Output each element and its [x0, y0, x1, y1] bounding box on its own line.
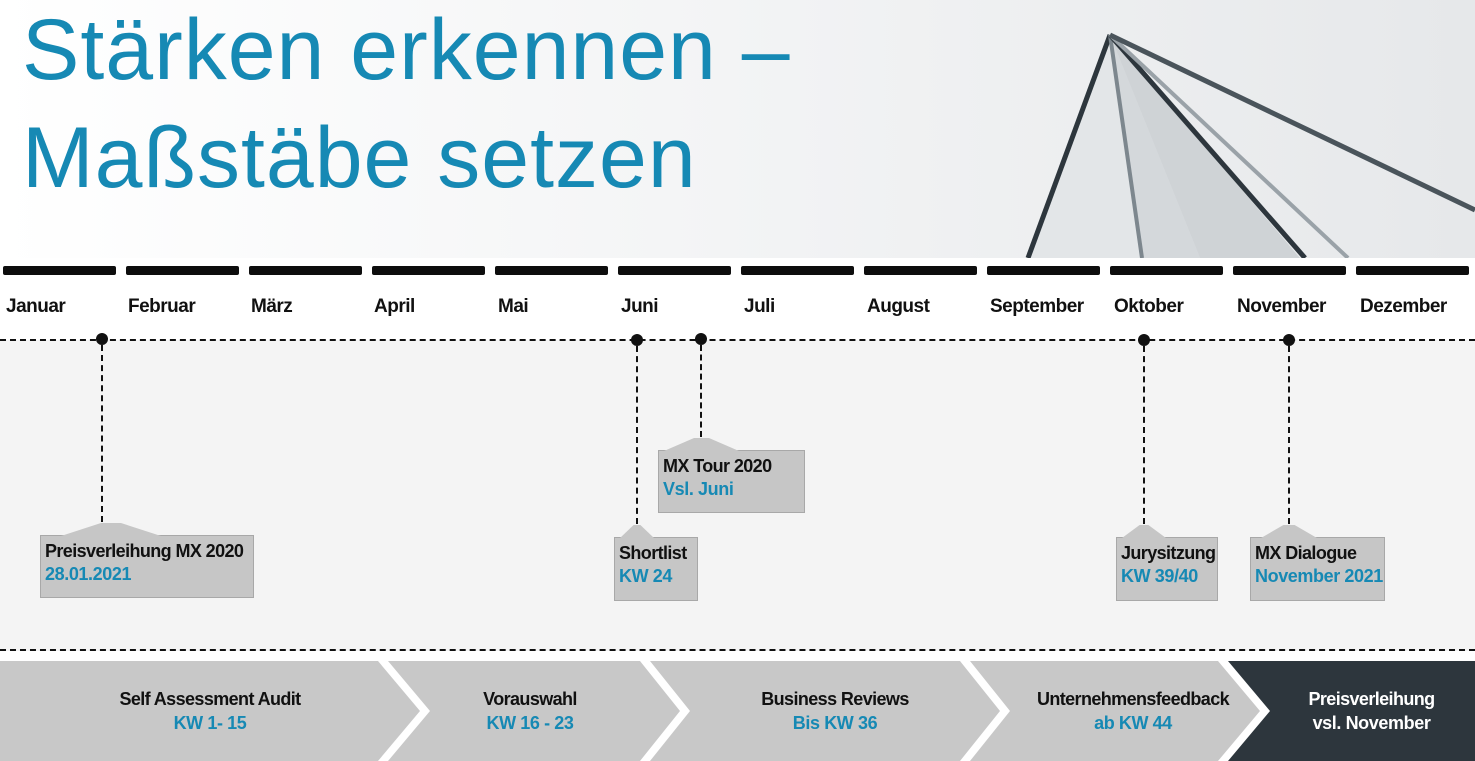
phase-preisverleihung: Preisverleihung vsl. November	[1268, 661, 1475, 761]
phase-unternehmensfeedback: Unternehmensfeedback ab KW 44	[1010, 661, 1256, 761]
event-date: November 2021	[1255, 566, 1383, 586]
event-connector	[1143, 346, 1145, 524]
month-label-dezember: Dezember	[1360, 296, 1447, 317]
event-connector	[101, 345, 103, 522]
event-marker-dot	[96, 333, 108, 345]
phase-label: Preisverleihung	[1308, 689, 1435, 709]
phase-timeframe: KW 1- 15	[173, 713, 247, 733]
event-callout-mx-dialogue: MX Dialogue November 2021	[1250, 525, 1385, 601]
phase-separator-dashed-line	[0, 649, 1475, 651]
phase-vorauswahl: Vorauswahl KW 16 - 23	[430, 661, 630, 761]
pyramid-decoration	[1025, 32, 1475, 258]
month-label-januar: Januar	[6, 296, 66, 317]
event-title: MX Dialogue	[1255, 543, 1357, 563]
page-title-line-2: Maßstäbe setzen	[22, 110, 697, 206]
month-bar-juli	[741, 266, 854, 275]
event-marker-dot	[695, 333, 707, 345]
event-date: KW 24	[619, 566, 673, 586]
event-title: MX Tour 2020	[663, 456, 772, 476]
phase-timeframe: KW 16 - 23	[486, 713, 574, 733]
month-bar-februar	[126, 266, 239, 275]
month-bar-maerz	[249, 266, 362, 275]
month-label-mai: Mai	[498, 296, 529, 317]
month-label-februar: Februar	[128, 296, 196, 317]
phase-chevron-2	[388, 661, 680, 761]
month-label-juni: Juni	[621, 296, 659, 317]
event-connector	[636, 346, 638, 524]
phase-chevron-4	[970, 661, 1260, 761]
month-bar-mai	[495, 266, 608, 275]
event-date: KW 39/40	[1121, 566, 1198, 586]
event-title: Shortlist	[619, 543, 687, 563]
month-bar-september	[987, 266, 1100, 275]
event-marker-dot	[1138, 334, 1150, 346]
phase-label: Unternehmensfeedback	[1036, 689, 1230, 709]
event-title: Jurysitzung	[1121, 543, 1216, 563]
event-callout-mx-tour: MX Tour 2020 Vsl. Juni	[658, 438, 805, 513]
month-bar-november	[1233, 266, 1346, 275]
month-bar-oktober	[1110, 266, 1223, 275]
event-callout-preisverleihung: Preisverleihung MX 2020 28.01.2021	[40, 523, 254, 598]
event-date: Vsl. Juni	[663, 479, 734, 499]
phase-label: Business Reviews	[761, 689, 909, 709]
month-bar-april	[372, 266, 485, 275]
phase-timeframe: vsl. November	[1312, 713, 1431, 733]
month-bar-juni	[618, 266, 731, 275]
phase-chevron-1	[0, 661, 420, 761]
month-bar-dezember	[1356, 266, 1469, 275]
event-title: Preisverleihung MX 2020	[45, 541, 244, 561]
phase-chevron-row: Self Assessment Audit KW 1- 15 Vorauswah…	[0, 661, 1475, 761]
event-connector	[1288, 346, 1290, 524]
event-callout-shortlist: Shortlist KW 24	[614, 525, 698, 601]
month-label-august: August	[867, 296, 930, 317]
month-label-november: November	[1237, 296, 1326, 317]
month-label-maerz: März	[251, 296, 293, 317]
month-label-juli: Juli	[744, 296, 775, 317]
month-label-oktober: Oktober	[1114, 296, 1184, 317]
month-label-april: April	[374, 296, 415, 317]
event-marker-dot	[631, 334, 643, 346]
event-callout-jurysitzung: Jurysitzung KW 39/40	[1116, 525, 1218, 601]
event-marker-dot	[1283, 334, 1295, 346]
phase-timeframe: Bis KW 36	[792, 713, 878, 733]
header-banner: Stärken erkennen – Maßstäbe setzen	[0, 0, 1475, 258]
phase-business-reviews: Business Reviews Bis KW 36	[690, 661, 980, 761]
phase-chevrons-graphic	[0, 661, 1475, 761]
month-bar-januar	[3, 266, 116, 275]
phase-self-assessment: Self Assessment Audit KW 1- 15	[0, 661, 420, 761]
event-date: 28.01.2021	[45, 564, 132, 584]
month-label-september: September	[990, 296, 1084, 317]
phase-chevron-3	[650, 661, 1000, 761]
phase-label: Self Assessment Audit	[119, 689, 301, 709]
page-title-line-1: Stärken erkennen –	[22, 2, 791, 98]
phase-chevron-5	[1228, 661, 1475, 761]
timeline-dashed-line	[0, 339, 1475, 341]
phase-timeframe: ab KW 44	[1094, 713, 1172, 733]
event-connector	[700, 345, 702, 437]
month-bar-august	[864, 266, 977, 275]
phase-label: Vorauswahl	[483, 689, 577, 709]
